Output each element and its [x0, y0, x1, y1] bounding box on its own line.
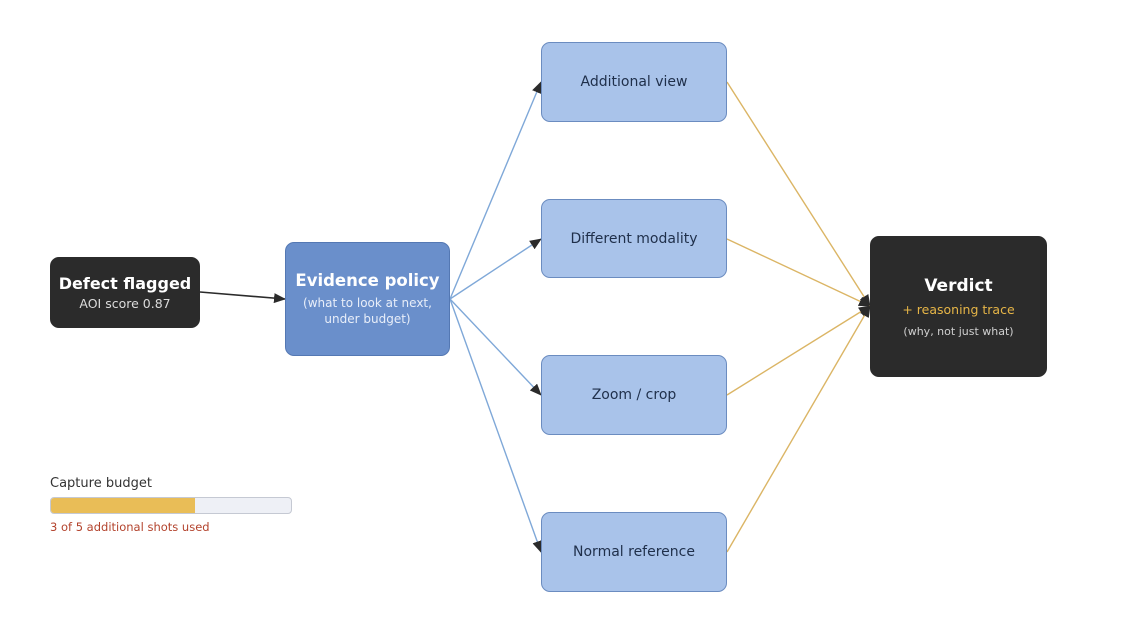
defect-flagged-node: Defect flagged AOI score 0.87 — [50, 257, 200, 328]
option-label: Additional view — [580, 74, 688, 90]
capture-budget-used-text: 3 of 5 additional shots used — [50, 520, 210, 534]
edge-different-modality-to-verdict — [726, 238, 871, 307]
option-different-modality: Different modality — [541, 199, 727, 278]
edge-policy-to-normal-reference — [449, 298, 542, 553]
capture-budget: Capture budget 3 of 5 additional shots u… — [50, 476, 295, 534]
defect-title: Defect flagged — [58, 274, 192, 293]
edge-zoom-crop-to-verdict — [726, 305, 871, 396]
edge-additional-view-to-verdict — [726, 81, 871, 307]
edge-policy-to-additional-view — [449, 81, 542, 300]
edge-policy-to-zoom-crop — [449, 298, 542, 396]
verdict-node: Verdict + reasoning trace (why, not just… — [870, 236, 1047, 377]
option-label: Different modality — [570, 230, 698, 247]
verdict-reasoning-trace: + reasoning trace — [902, 301, 1015, 317]
capture-budget-label: Capture budget — [50, 476, 152, 491]
policy-title: Evidence policy — [295, 271, 440, 290]
verdict-title: Verdict — [924, 275, 993, 296]
edge-normal-reference-to-verdict — [726, 305, 871, 553]
edge-defect-to-policy — [199, 291, 286, 304]
policy-subtitle: (what to look at next, under budget) — [303, 296, 432, 326]
option-normal-reference: Normal reference — [541, 512, 727, 592]
verdict-note: (why, not just what) — [903, 324, 1014, 338]
evidence-policy-node: Evidence policy (what to look at next, u… — [285, 242, 450, 356]
capture-budget-fill — [51, 498, 195, 513]
edge-policy-to-different-modality — [449, 238, 542, 300]
option-zoom-crop: Zoom / crop — [541, 355, 727, 435]
defect-aoi-score: AOI score 0.87 — [79, 296, 171, 311]
option-additional-view: Additional view — [541, 42, 727, 122]
option-label: Normal reference — [573, 544, 695, 560]
option-label: Zoom / crop — [591, 387, 677, 403]
capture-budget-bar — [50, 497, 292, 514]
